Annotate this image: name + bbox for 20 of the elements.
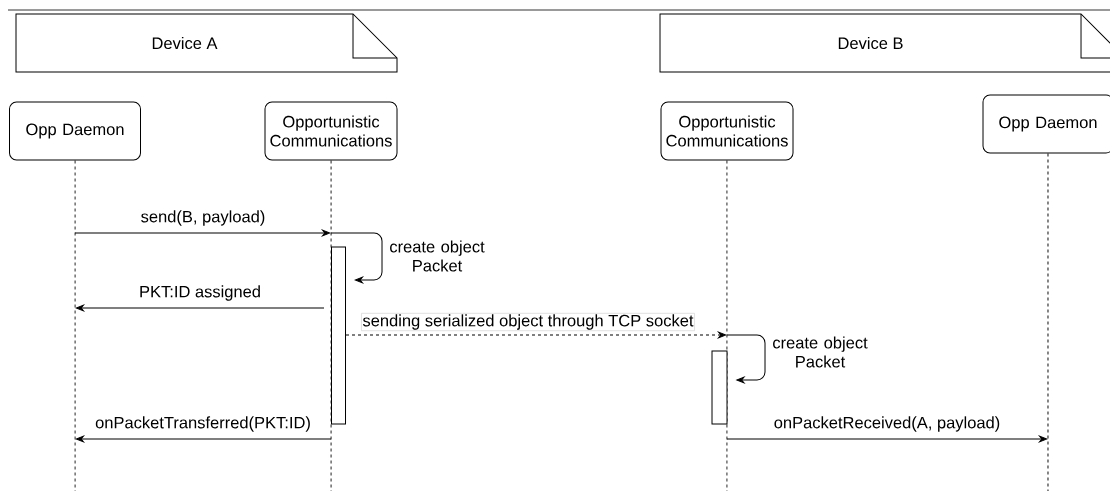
participant-box: Opportunistic Communications: [660, 101, 794, 161]
message-arrow: [330, 232, 383, 284]
message-arrow: [726, 435, 1048, 443]
participant-box: Opp Daemon: [9, 101, 141, 161]
participant-box: Opp Daemon: [982, 94, 1110, 154]
frame-note: Device B: [659, 13, 1110, 73]
frame-note: Device A: [15, 13, 398, 73]
edge-label: onPacketReceived(A, payload): [772, 415, 1002, 433]
edge-label: sending serialized object through TCP socket: [361, 313, 695, 331]
edge-label: onPacketTransferred(PKT:ID): [94, 415, 312, 433]
edge-label: create object Packet: [770, 335, 870, 369]
edge-label: create object Packet: [387, 239, 487, 273]
message-arrow: [75, 435, 332, 443]
message-arrow: [726, 334, 766, 384]
message-arrow: [74, 229, 331, 237]
edge-label: send(B, payload): [139, 209, 267, 227]
message-arrow: [345, 331, 727, 339]
message-arrow: [75, 304, 325, 312]
edge-label: PKT:ID assigned: [138, 284, 262, 302]
participant-box: Opportunistic Communications: [264, 101, 398, 161]
